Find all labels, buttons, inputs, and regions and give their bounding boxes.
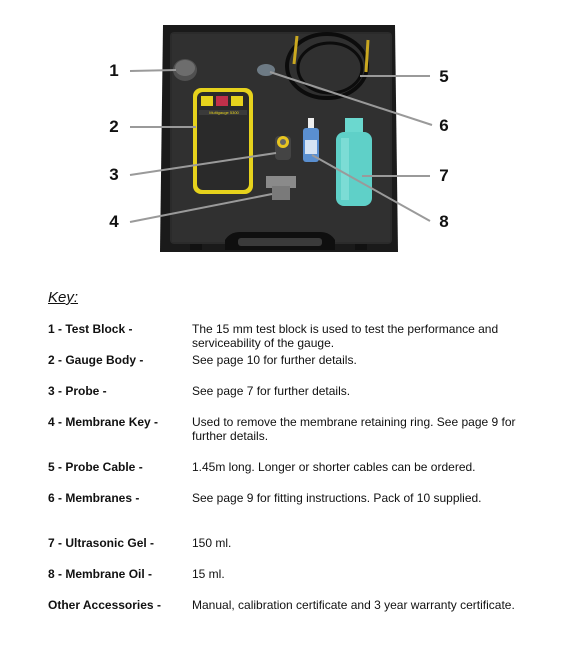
key-term: 1 - Test Block - — [48, 322, 133, 336]
key-item-test-block: 1 - Test Block - The 15 mm test block is… — [48, 322, 528, 353]
key-item-membranes: 6 - Membranes - See page 9 for fitting i… — [48, 491, 528, 536]
callout-8: 8 — [439, 212, 449, 231]
callout-2: 2 — [109, 117, 119, 136]
key-item-ultrasonic-gel: 7 - Ultrasonic Gel - 150 ml. — [48, 536, 528, 567]
membrane-key — [266, 176, 296, 200]
callout-7: 7 — [439, 166, 449, 185]
key-item-other-accessories: Other Accessories - Manual, calibration … — [48, 598, 528, 629]
key-description: See page 10 for further details. — [192, 353, 357, 367]
key-term: 7 - Ultrasonic Gel - — [48, 536, 155, 550]
key-item-probe: 3 - Probe - See page 7 for further detai… — [48, 384, 528, 415]
key-description: 150 ml. — [192, 536, 232, 550]
key-item-membrane-oil: 8 - Membrane Oil - 15 ml. — [48, 567, 528, 598]
key-item-probe-cable: 5 - Probe Cable - 1.45m long. Longer or … — [48, 460, 528, 491]
key-description: 15 ml. — [192, 567, 225, 581]
kit-case-illustration: Multigauge 5300 — [129, 25, 433, 252]
key-item-gauge-body: 2 - Gauge Body - See page 10 for further… — [48, 353, 528, 384]
key-description: See page 9 for fitting instructions. Pac… — [192, 491, 482, 505]
kit-photo: Multigauge 5300 — [0, 0, 562, 270]
key-description: Used to remove the membrane retaining ri… — [192, 415, 516, 443]
key-description: Manual, calibration certificate and 3 ye… — [192, 598, 515, 612]
callout-leader-lines — [129, 69, 433, 223]
callout-6: 6 — [439, 116, 449, 135]
gauge-brand-label: Multigauge 5300 — [209, 110, 239, 115]
key-heading: Key: — [48, 289, 79, 306]
leader-1 — [129, 69, 177, 72]
key-term: Other Accessories - — [48, 598, 161, 612]
probe — [275, 136, 291, 160]
leader-4 — [129, 193, 273, 223]
key-description: The 15 mm test block is used to test the… — [192, 322, 499, 350]
leader-8 — [311, 154, 431, 222]
leader-3 — [129, 152, 277, 176]
leader-6 — [269, 71, 433, 126]
callout-3: 3 — [109, 165, 119, 184]
membrane-oil-bottle — [303, 118, 319, 162]
test-block — [173, 59, 197, 81]
probe-cable — [285, 32, 370, 100]
callout-1: 1 — [109, 61, 119, 80]
key-description: See page 7 for further details. — [192, 384, 351, 398]
key-description: 1.45m long. Longer or shorter cables can… — [192, 460, 476, 474]
key-term: 8 - Membrane Oil - — [48, 567, 153, 581]
key-item-membrane-key: 4 - Membrane Key - Used to remove the me… — [48, 415, 528, 460]
key-list: 1 - Test Block - The 15 mm test block is… — [48, 322, 528, 629]
key-term: 3 - Probe - — [48, 384, 107, 398]
ultrasonic-gel-bottle — [336, 118, 372, 206]
gauge-body: Multigauge 5300 — [193, 88, 253, 194]
key-term: 2 - Gauge Body - — [48, 353, 144, 367]
callout-5: 5 — [439, 67, 449, 86]
callout-4: 4 — [109, 212, 119, 231]
key-term: 5 - Probe Cable - — [48, 460, 143, 474]
key-term: 6 - Membranes - — [48, 491, 140, 505]
membranes — [257, 64, 275, 76]
key-term: 4 - Membrane Key - — [48, 415, 159, 429]
